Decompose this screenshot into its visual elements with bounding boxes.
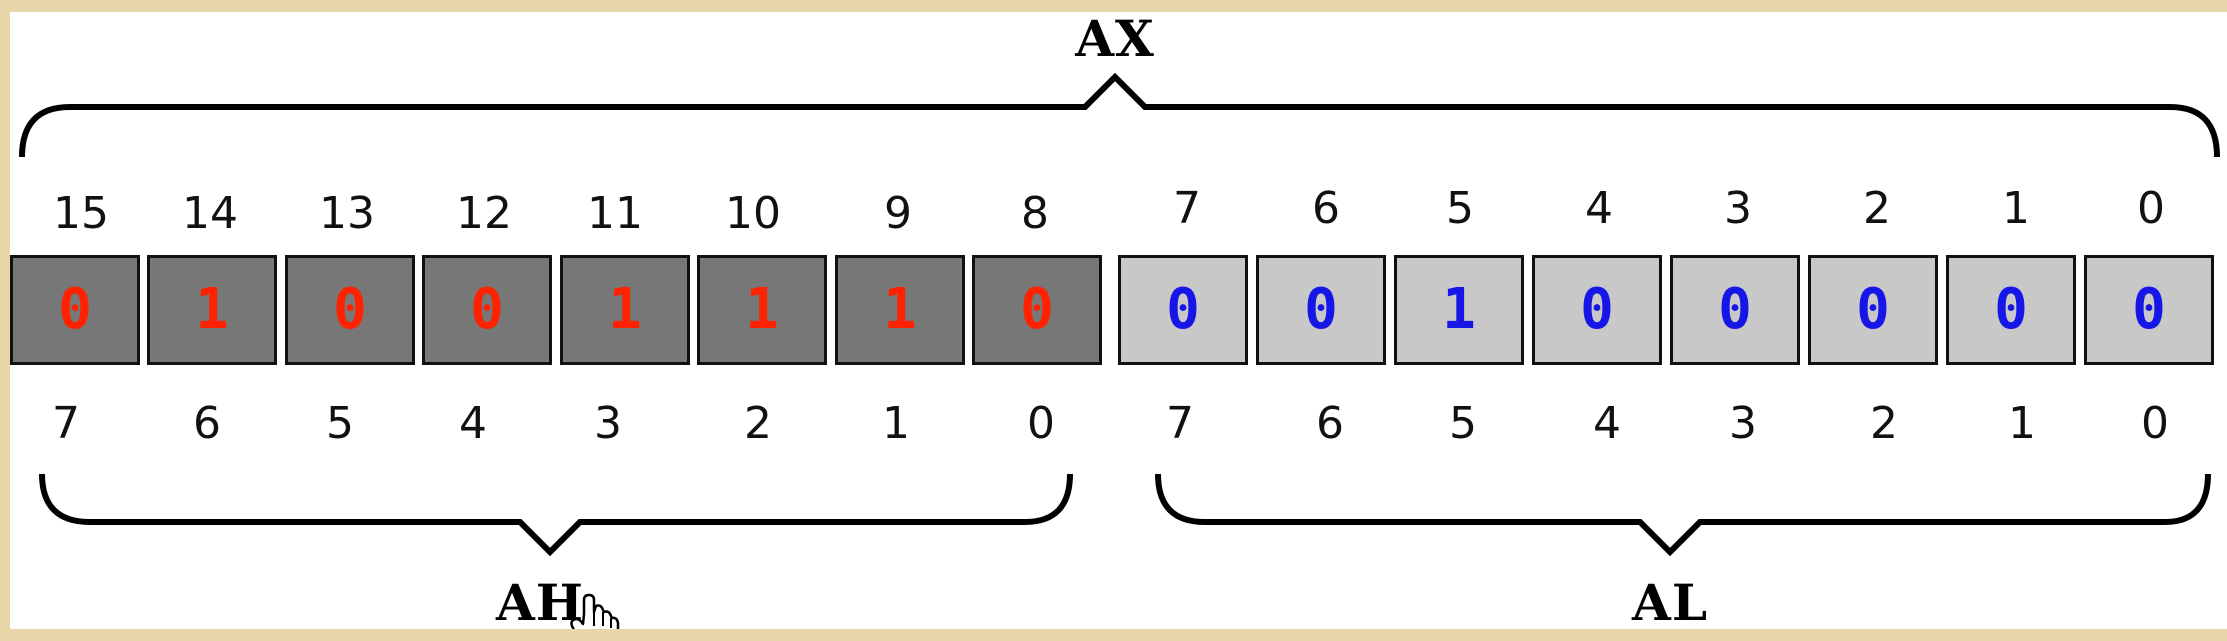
bit-number: 9 [884, 188, 912, 239]
label-al: AL [1632, 573, 1708, 629]
bit-number: 5 [326, 398, 354, 449]
ah-bit-cell: 1 [147, 255, 277, 365]
bit-number: 4 [459, 398, 487, 449]
ah-bit-cell: 0 [10, 255, 140, 365]
bit-number: 11 [587, 188, 643, 239]
hand-pointer-icon [570, 593, 620, 629]
label-ah: AH [495, 573, 585, 629]
al-brace [1155, 473, 2211, 557]
bit-number: 6 [1316, 398, 1344, 449]
bit-number: 2 [1863, 183, 1891, 234]
bit-number: 1 [882, 398, 910, 449]
bit-number: 14 [182, 188, 238, 239]
bit-number: 3 [1729, 398, 1757, 449]
bit-number: 1 [2002, 183, 2030, 234]
bit-number: 0 [2141, 398, 2169, 449]
ah-bit-cell: 1 [835, 255, 965, 365]
al-bit-cell: 0 [1946, 255, 2076, 365]
bit-number: 7 [1173, 183, 1201, 234]
al-bit-cell: 0 [1670, 255, 1800, 365]
bit-number: 0 [1027, 398, 1055, 449]
bit-number: 3 [1724, 183, 1752, 234]
ah-bit-cell: 0 [422, 255, 552, 365]
bit-number: 7 [1166, 398, 1194, 449]
al-bit-cell: 0 [1256, 255, 1386, 365]
al-bit-cell: 0 [1808, 255, 1938, 365]
bit-number: 6 [193, 398, 221, 449]
bit-number: 8 [1021, 188, 1049, 239]
ah-bit-cell: 0 [972, 255, 1102, 365]
ax-brace [19, 72, 2220, 158]
bit-number: 5 [1446, 183, 1474, 234]
bit-number: 6 [1312, 183, 1340, 234]
bit-number: 4 [1585, 183, 1613, 234]
bit-number: 2 [744, 398, 772, 449]
braces [19, 72, 2220, 557]
bit-number: 0 [2137, 183, 2165, 234]
bit-number: 1 [2008, 398, 2036, 449]
ah-bit-cell: 1 [560, 255, 690, 365]
bit-number: 10 [725, 188, 781, 239]
label-ax: AX [1075, 12, 1155, 68]
al-bit-cell: 0 [1118, 255, 1248, 365]
bit-number: 7 [52, 398, 80, 449]
bit-number: 12 [456, 188, 512, 239]
register-diagram: AX 15 14 13 12 11 10 9 8 7 6 5 4 3 2 1 0… [10, 12, 2227, 629]
al-bit-cell: 0 [2084, 255, 2214, 365]
ah-brace [39, 473, 1073, 557]
ah-bit-cell: 0 [285, 255, 415, 365]
bit-number: 13 [319, 188, 375, 239]
bit-number: 15 [53, 188, 109, 239]
al-bit-cell: 0 [1532, 255, 1662, 365]
bit-number: 2 [1870, 398, 1898, 449]
bit-number: 3 [594, 398, 622, 449]
ah-bit-cell: 1 [697, 255, 827, 365]
bit-number: 5 [1449, 398, 1477, 449]
bit-number: 4 [1593, 398, 1621, 449]
al-bit-cell: 1 [1394, 255, 1524, 365]
